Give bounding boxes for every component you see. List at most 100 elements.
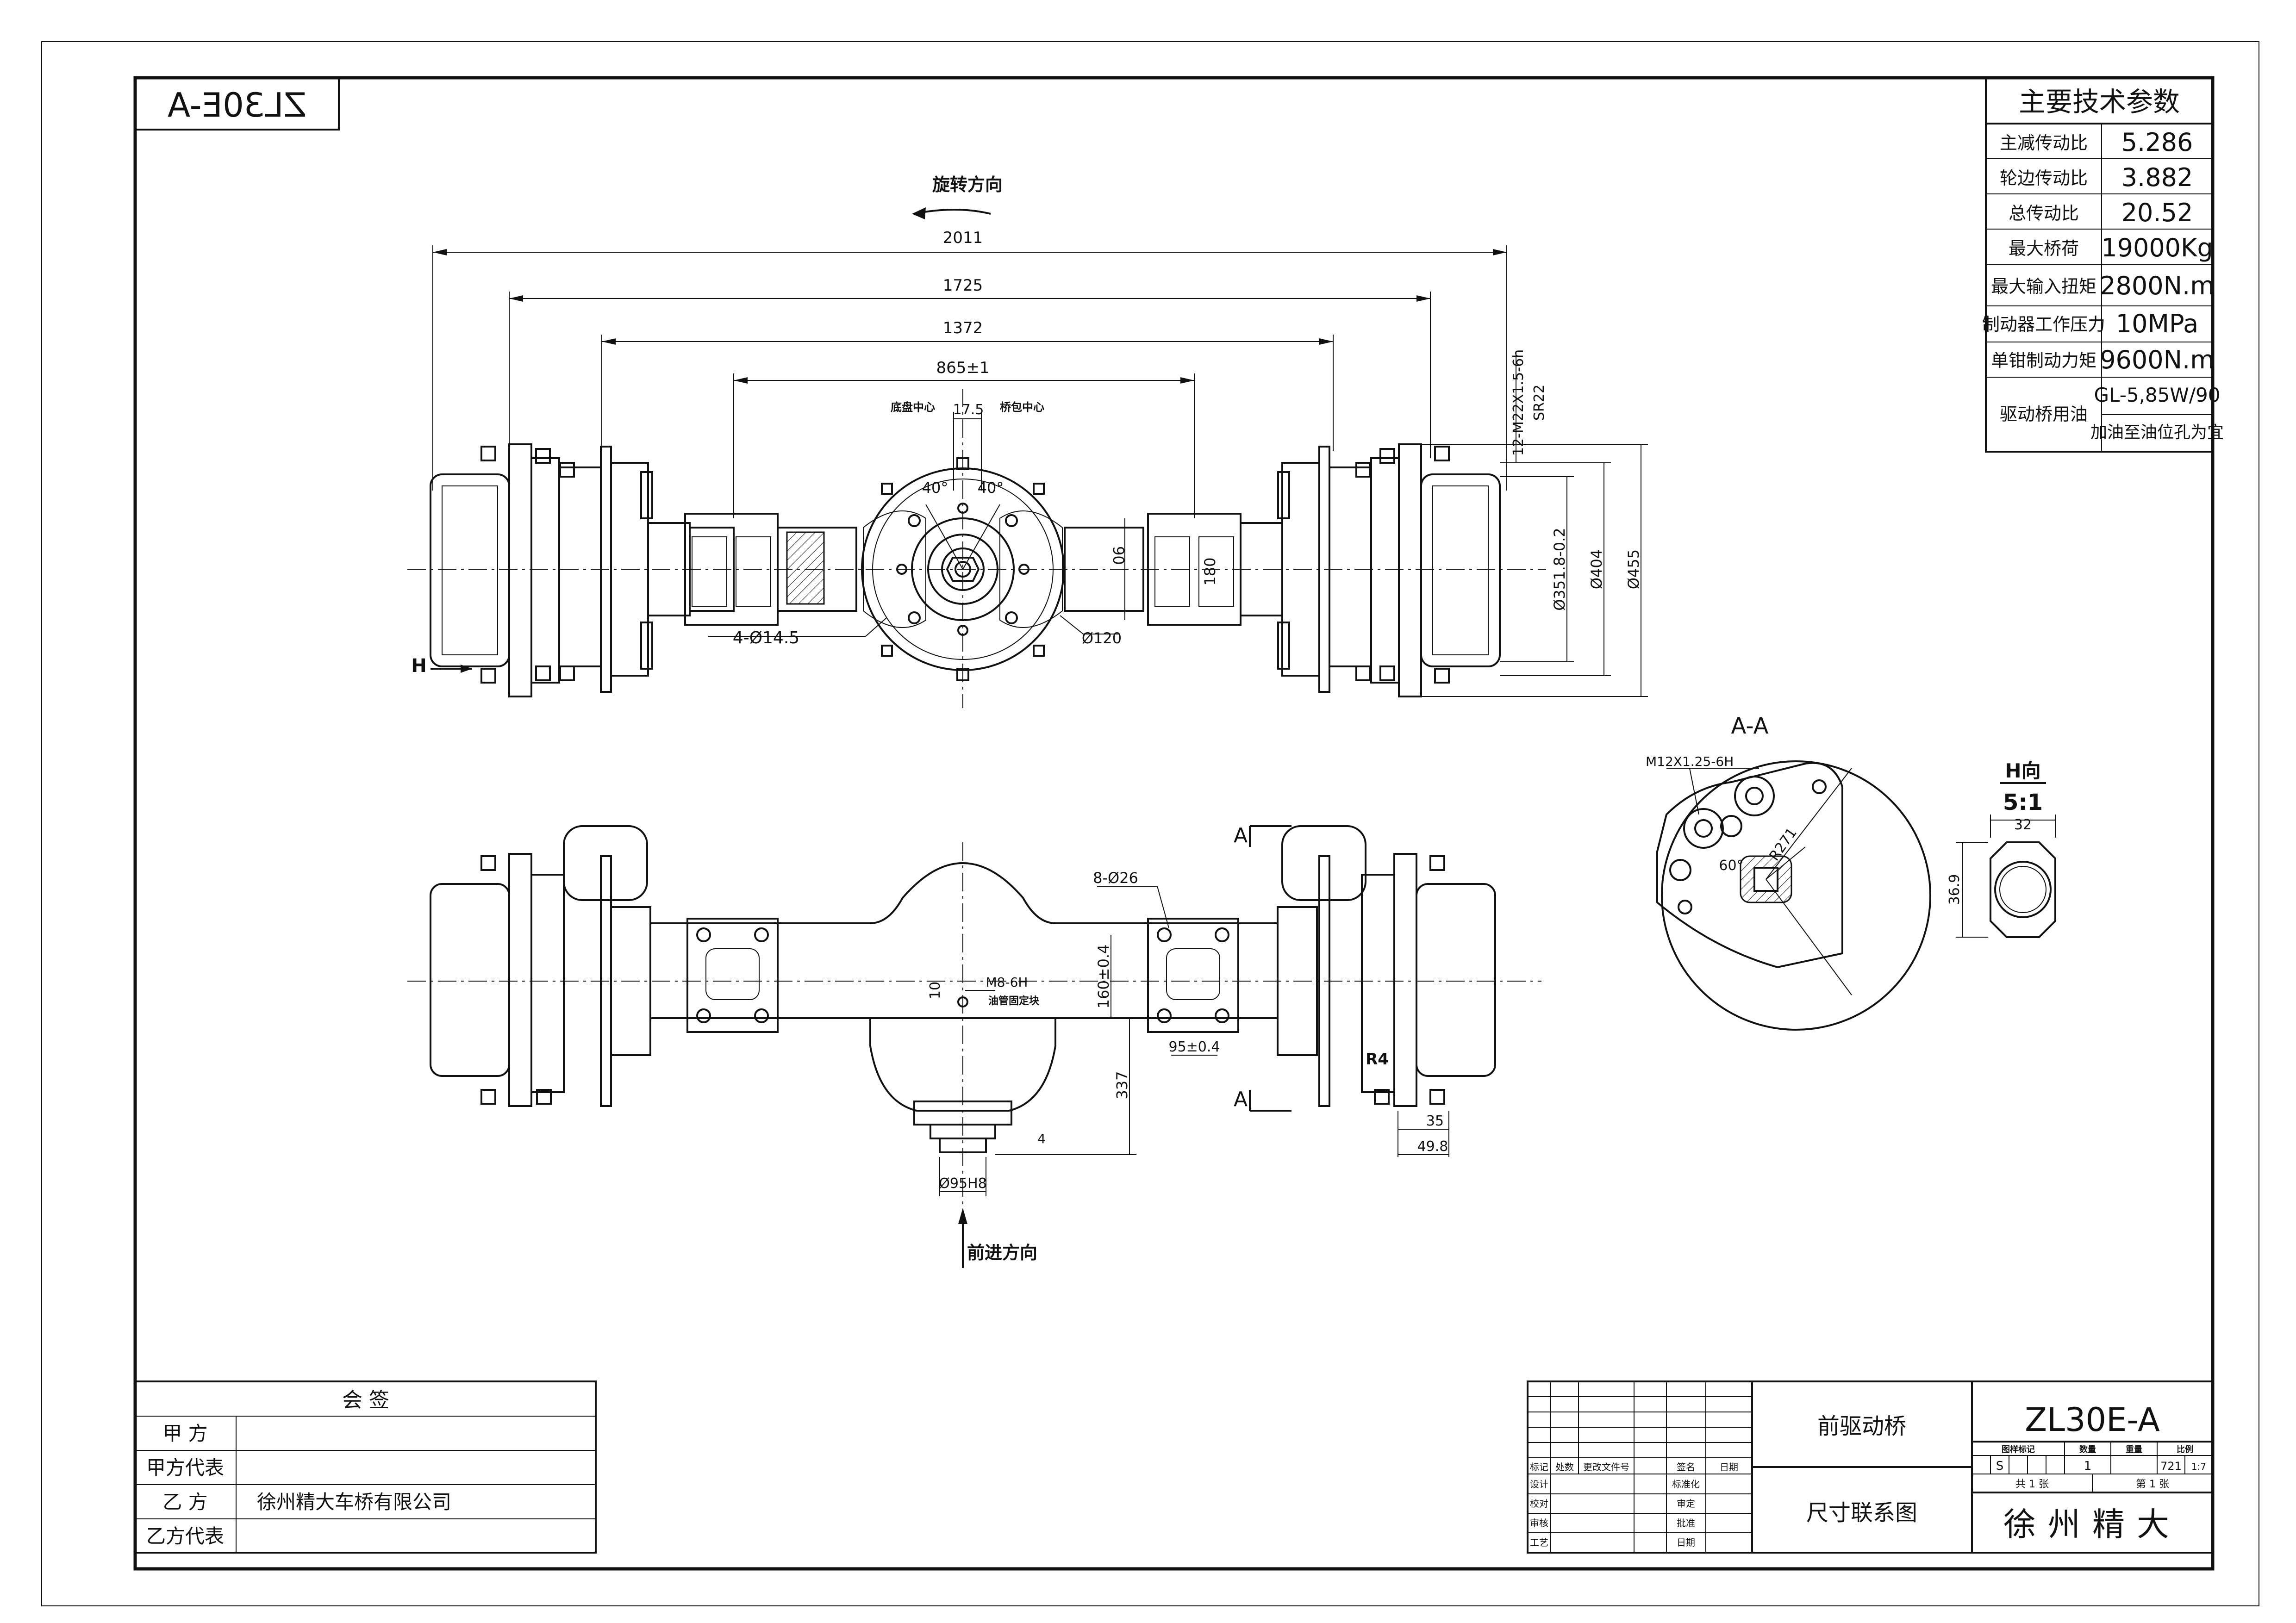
- dim-95: 95±0.4: [1168, 1039, 1220, 1055]
- signoff-label-2: 甲方代表: [146, 1456, 224, 1479]
- section-angle-label: 60°: [1719, 858, 1743, 874]
- inner-border: [133, 76, 2215, 1571]
- info-header-1: 图样标记: [2002, 1444, 2035, 1455]
- section-a-bottom: A: [1234, 1088, 1248, 1111]
- dim-phi351: Ø351.8-0.2: [1551, 528, 1568, 610]
- section-disc: [1661, 760, 1931, 1031]
- info-header-2: 数量: [2079, 1444, 2096, 1455]
- oil-plug-label: 油管固定块: [988, 995, 1040, 1007]
- angle-40-right: 40°: [978, 479, 1004, 497]
- left-tube-cutaway: [786, 531, 825, 605]
- spec-label-6: 制动器工作压力: [1982, 314, 2105, 335]
- spec-label-1: 主减传动比: [2000, 133, 2088, 153]
- section-title: A-A: [1731, 713, 1769, 739]
- info-header-4: 比例: [2177, 1444, 2193, 1455]
- rev-header-3: 更改文件号: [1583, 1461, 1629, 1473]
- spec-label-7: 单钳制动力矩: [1991, 350, 2096, 371]
- left-brake: [558, 466, 602, 667]
- dim-180: 180: [1201, 557, 1219, 585]
- dim-90: 90: [1110, 546, 1127, 565]
- title-drawing-number: ZL30E-A: [2025, 1401, 2160, 1439]
- signoff-title: 会 签: [342, 1388, 389, 1412]
- spec-label-2: 轮边传动比: [2000, 168, 2088, 188]
- h-view-scale: 5:1: [2003, 790, 2043, 815]
- rotation-arrow: [918, 208, 991, 215]
- rev-header-2: 处数: [1555, 1461, 1574, 1473]
- spec-value-5: 2800N.m: [2100, 271, 2215, 300]
- dim-865: 865±1: [936, 359, 989, 377]
- spec-value-6: 10MPa: [2116, 309, 2199, 338]
- signoff-table: 会 签 甲 方 甲方代表 乙 方 乙方代表 徐州精大车桥有限公司: [134, 1380, 597, 1554]
- info-value-4: 1:7: [2191, 1461, 2206, 1472]
- signoff-value-3: 徐州精大车桥有限公司: [257, 1491, 451, 1513]
- right-brake: [1329, 466, 1372, 667]
- dim-phi404: Ø404: [1588, 549, 1605, 589]
- view-h-label: H: [411, 655, 426, 677]
- front-left-caliper: [563, 825, 648, 901]
- spec-table-title: 主要技术参数: [2019, 86, 2180, 118]
- spec-oil-value-1: GL-5,85W/90: [2094, 384, 2221, 406]
- front-view: A A 8-Ø26 160±0.4 10 M8-6H 油管固定块 337 95±…: [407, 824, 1541, 1268]
- spec-table: 主要技术参数 主减传动比 5.286 轮边传动比 3.882 总传动比 20.5…: [1982, 77, 2224, 453]
- angle-40-left: 40°: [922, 479, 948, 497]
- h-dim-32: 32: [2014, 817, 2032, 833]
- mirrored-number-box: ZL30E-A: [134, 77, 340, 131]
- hex-bolt-head: [1990, 841, 2056, 938]
- section-radius-label: R271: [1766, 825, 1800, 864]
- thread-label: 12-M22X1.5-6h: [1510, 349, 1527, 456]
- company-name: 徐州精大: [2003, 1505, 2181, 1543]
- signoff-label-4: 乙方代表: [146, 1525, 224, 1548]
- spec-value-1: 5.286: [2121, 128, 2193, 157]
- section-a-top: A: [1234, 824, 1248, 847]
- dim-4: 4: [1037, 1131, 1046, 1146]
- spec-label-3: 总传动比: [2009, 203, 2079, 224]
- std-label-2: 审定: [1677, 1498, 1695, 1509]
- dim-phi455: Ø455: [1625, 549, 1642, 589]
- spec-value-7: 9600N.m: [2100, 345, 2215, 374]
- spec-oil-label: 驱动桥用油: [2000, 404, 2088, 424]
- signoff-label-1: 甲 方: [162, 1422, 207, 1445]
- front-right-caliper: [1281, 825, 1366, 901]
- role-label-1: 设计: [1530, 1479, 1548, 1490]
- forward-direction-label: 前进方向: [967, 1243, 1037, 1263]
- right-hub-flange: [1398, 443, 1422, 697]
- front-right-hub: [1416, 883, 1496, 1077]
- dim-49-8: 49.8: [1417, 1138, 1448, 1155]
- sheets-total: 共 1 张: [2015, 1479, 2049, 1490]
- pinion-nut: [946, 557, 980, 582]
- outer-border: [41, 41, 2259, 1606]
- h-view: H向 5:1 32 36.9: [1947, 759, 2056, 938]
- rev-header-1: 标记: [1530, 1461, 1548, 1473]
- label-axle-center: 桥包中心: [1000, 401, 1044, 414]
- holes-label-top: 4-Ø14.5: [733, 628, 799, 647]
- spec-label-4: 最大桥荷: [2009, 238, 2079, 259]
- dim-phi95: Ø95H8: [939, 1175, 986, 1192]
- drawing-name: 尺寸联系图: [1806, 1500, 1917, 1526]
- input-flange: [939, 1138, 987, 1153]
- diff-bolts: [881, 457, 1045, 681]
- r4-label: R4: [1366, 1050, 1389, 1069]
- sheet-number: 第 1 张: [2136, 1479, 2169, 1490]
- sphere-label: SR22: [1531, 385, 1547, 421]
- caliper-body-section: [1656, 762, 1843, 969]
- part-name: 前驱动桥: [1817, 1413, 1906, 1439]
- section-thread-label: M12X1.25-6H: [1646, 754, 1734, 769]
- info-value-1: S: [1996, 1459, 2004, 1473]
- front-axle-housing: [649, 862, 1279, 1019]
- info-header-3: 重量: [2126, 1444, 2142, 1455]
- front-left-hub: [430, 883, 510, 1077]
- rev-header-4: 签名: [1677, 1461, 1695, 1473]
- h-view-title: H向: [2005, 759, 2040, 782]
- dim-2011: 2011: [943, 229, 983, 247]
- left-hub-flange: [508, 443, 532, 697]
- dim-17-5: 17.5: [953, 402, 984, 418]
- dim-337: 337: [1113, 1071, 1131, 1099]
- rev-header-5: 日期: [1720, 1461, 1738, 1473]
- dim-phi120: Ø120: [1082, 629, 1122, 647]
- spec-oil-value-2: 加油至油位孔为宜: [2090, 423, 2224, 442]
- dim-10: 10: [927, 982, 943, 999]
- m8-label: M8-6H: [986, 975, 1028, 990]
- label-chassis-center: 底盘中心: [891, 401, 935, 414]
- role-label-4: 工艺: [1530, 1537, 1548, 1548]
